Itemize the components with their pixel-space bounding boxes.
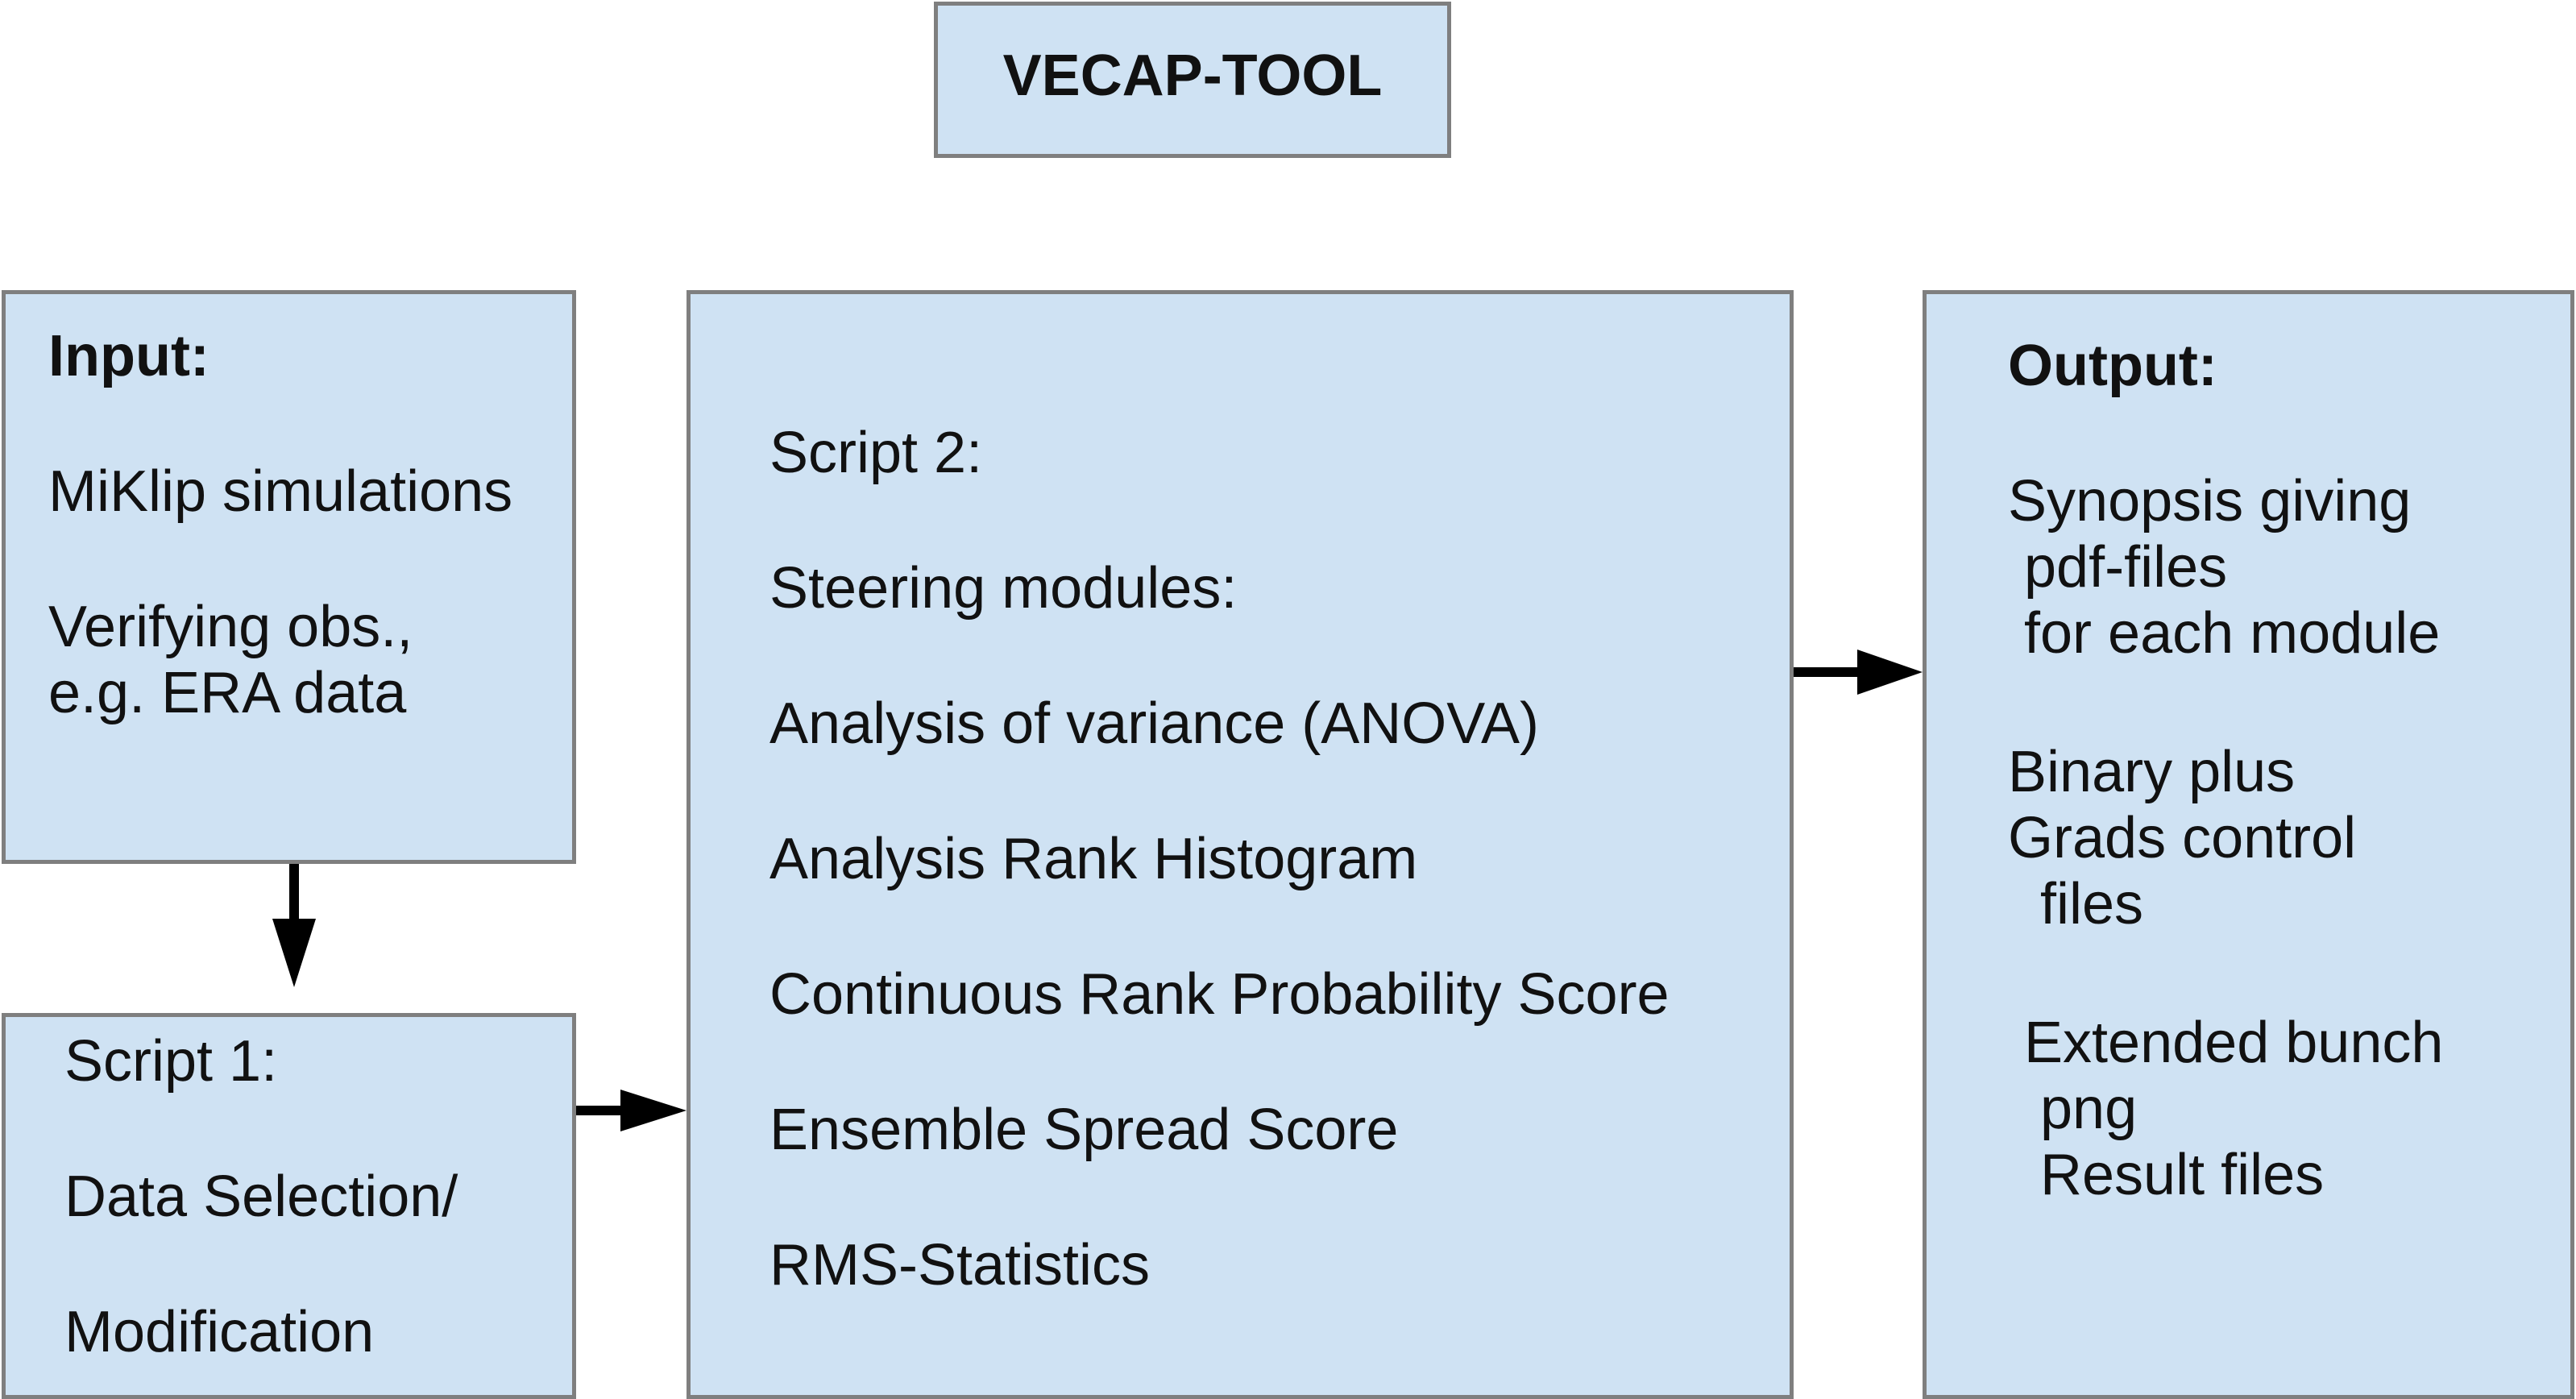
script2-subheading: Steering modules:	[769, 556, 1238, 621]
module-anova: Analysis of variance (ANOVA)	[769, 691, 1539, 756]
output-group3-line2: png	[2008, 1077, 2138, 1141]
script1-heading: Script 1:	[64, 1029, 278, 1094]
module-rms-statistics: RMS-Statistics	[769, 1233, 1151, 1297]
script1-box	[2, 1013, 576, 1399]
script1-line2: Modification	[64, 1300, 375, 1364]
output-group1-line3: for each module	[2008, 601, 2441, 666]
output-box	[1923, 290, 2574, 1399]
input-box	[2, 290, 576, 864]
script2-box	[687, 290, 1794, 1399]
output-group1-line1: Synopsis giving	[2008, 469, 2412, 533]
input-item-obs-line1: Verifying obs.,	[48, 595, 413, 659]
script1-line1: Data Selection/	[64, 1164, 458, 1229]
output-group2-line3: files	[2008, 872, 2144, 936]
module-rank-histogram: Analysis Rank Histogram	[769, 827, 1418, 891]
input-item-miklip: MiKlip simulations	[48, 459, 513, 524]
module-crps: Continuous Rank Probability Score	[769, 962, 1670, 1027]
output-group1-line2: pdf-files	[2008, 535, 2228, 600]
output-heading: Output:	[2008, 334, 2217, 398]
script2-heading: Script 2:	[769, 421, 983, 485]
input-item-obs-line2: e.g. ERA data	[48, 661, 407, 725]
input-heading: Input:	[48, 324, 209, 388]
arrow-input-to-script1	[272, 864, 316, 987]
arrow-script1-to-script2	[576, 1090, 687, 1131]
output-group2-line2: Grads control	[2008, 806, 2357, 870]
output-group3-line1: Extended bunch	[2008, 1011, 2444, 1075]
page-title: VECAP-TOOL	[1002, 44, 1383, 108]
output-group3-line3: Result files	[2008, 1143, 2325, 1207]
output-group2-line1: Binary plus	[2008, 740, 2296, 804]
arrow-script2-to-output	[1794, 650, 1923, 695]
title-box	[934, 2, 1451, 158]
module-ensemble-spread: Ensemble Spread Score	[769, 1098, 1399, 1162]
